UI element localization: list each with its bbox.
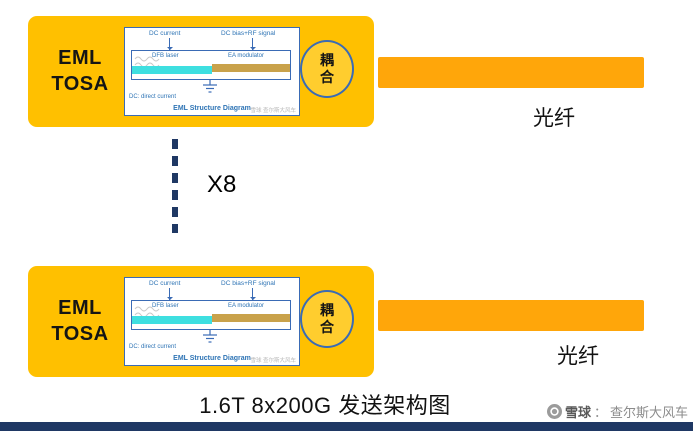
coupling-label: 耦合	[320, 52, 334, 85]
rf-signal-lead-line	[249, 288, 256, 300]
rf-signal-lead-line	[249, 38, 256, 50]
eml-tosa-label-line1: EML	[58, 297, 102, 319]
eml-structure-panel: DC current DC bias+RF signal DFB laser E…	[124, 27, 300, 116]
watermark-author: 查尔斯大风车	[609, 405, 688, 420]
optical-fiber-bar-2	[378, 300, 644, 331]
dc-current-lead-line	[166, 38, 173, 50]
optical-fiber-bar-1	[378, 57, 644, 88]
site-watermark: 雪球：查尔斯大风车	[546, 402, 688, 421]
coupling-label: 耦合	[320, 302, 334, 335]
diagram-caption: EML Structure Diagram	[173, 355, 251, 362]
eml-tosa-label: EML TOSA	[34, 45, 126, 97]
panel-watermark: 雪球 查尔斯大风车	[250, 358, 296, 364]
eml-tosa-label-line2: TOSA	[51, 73, 109, 95]
ea-modulator-label: EA modulator	[228, 53, 265, 59]
repeat-dashed-line	[172, 139, 178, 233]
eml-structure-panel: DC current DC bias+RF signal DFB laser E…	[124, 277, 300, 366]
eml-tosa-label-line2: TOSA	[51, 323, 109, 345]
watermark-separator: ：	[593, 405, 607, 420]
eml-chip: DFB laser EA modulator	[131, 50, 291, 80]
eml-chip: DFB laser EA modulator	[131, 300, 291, 330]
ea-modulator-label: EA modulator	[228, 303, 265, 309]
modulator-waveguide-stripe	[212, 64, 290, 72]
xueqiu-logo-icon	[546, 404, 562, 419]
modulator-waveguide-stripe	[212, 314, 290, 322]
watermark-brand: 雪球	[564, 405, 591, 420]
dc-current-label: DC current	[149, 280, 181, 287]
eml-tosa-label: EML TOSA	[34, 295, 126, 347]
eml-tosa-module-1: EML TOSA DC current DC bias+RF signal DF…	[28, 16, 374, 127]
dc-bias-rf-label: DC bias+RF signal	[221, 280, 276, 287]
dfb-laser-label: DFB laser	[152, 53, 179, 59]
ground-symbol-icon	[203, 330, 217, 343]
dfb-laser-label: DFB laser	[152, 303, 179, 309]
panel-watermark: 雪球 查尔斯大风车	[250, 108, 296, 114]
coupling-circle: 耦合	[300, 40, 354, 98]
dc-bias-rf-label: DC bias+RF signal	[221, 30, 276, 37]
dc-note: DC: direct current	[129, 344, 177, 350]
optical-fiber-label-2: 光纤	[557, 345, 599, 368]
laser-waveguide-stripe	[132, 316, 212, 324]
optical-fiber-label-1: 光纤	[533, 107, 575, 130]
ground-symbol-icon	[203, 80, 217, 93]
diagram-caption: EML Structure Diagram	[173, 105, 251, 112]
bottom-navy-bar	[0, 422, 693, 431]
eml-tosa-label-line1: EML	[58, 47, 102, 69]
dc-current-label: DC current	[149, 30, 181, 37]
dc-current-lead-line	[166, 288, 173, 300]
coupling-circle: 耦合	[300, 290, 354, 348]
laser-waveguide-stripe	[132, 66, 212, 74]
multiplier-label: X8	[207, 171, 237, 198]
dc-note: DC: direct current	[129, 94, 177, 100]
eml-tosa-module-2: EML TOSA DC current DC bias+RF signal DF…	[28, 266, 374, 377]
page-title: 1.6T 8x200G 发送架构图	[199, 393, 451, 418]
